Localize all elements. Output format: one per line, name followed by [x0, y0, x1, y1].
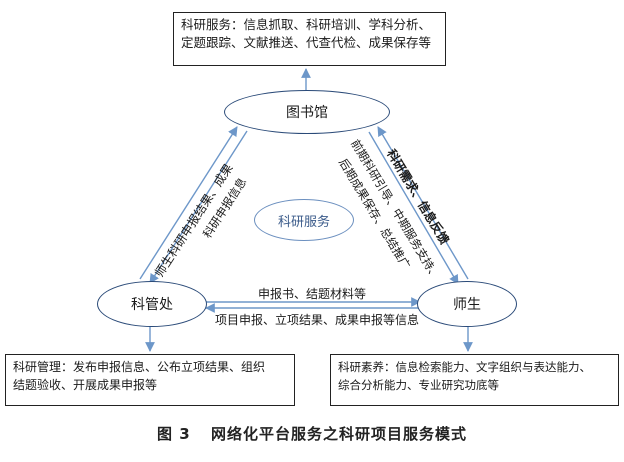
arrow-library-to-admin-inner — [149, 130, 248, 284]
library-services-line-2: 定题跟踪、文献推送、代查代检、成果保存等 — [181, 35, 432, 50]
arrow-faculty-to-library-outer — [377, 126, 469, 280]
library-node: 图书馆 — [224, 90, 390, 134]
figure-number: 图 3 — [157, 425, 191, 443]
arrow-library-to-faculty-inner — [368, 131, 459, 285]
admin-management-box: 科研管理：发布申报信息、公布立项结果、组织 结题验收、开展成果申报等 — [5, 354, 295, 406]
admin-node-label: 科管处 — [131, 297, 173, 313]
edge-label-faculty-to-admin: 申报书、结题材料等 — [258, 287, 367, 301]
library-services-line-1: 科研服务：信息抓取、科研培训、学科分析、 — [181, 17, 432, 32]
center-label: 科研服务 — [277, 214, 330, 230]
faculty-literacy-line-2: 综合分析能力、专业研究功底等 — [338, 378, 499, 392]
library-node-label: 图书馆 — [286, 105, 328, 121]
faculty-literacy-box: 科研素养：信息检索能力、文字组织与表达能力、 综合分析能力、专业研究功底等 — [330, 354, 619, 406]
faculty-node-label: 师生 — [453, 297, 481, 313]
admin-node: 科管处 — [97, 281, 207, 327]
admin-management-line-2: 结题验收、开展成果申报等 — [13, 378, 158, 392]
library-services-box: 科研服务：信息抓取、科研培训、学科分析、 定题跟踪、文献推送、代查代检、成果保存… — [173, 12, 446, 66]
faculty-literacy-line-1: 科研素养：信息检索能力、文字组织与表达能力、 — [338, 360, 591, 374]
arrow-admin-to-library-outer — [139, 126, 238, 280]
faculty-node: 师生 — [417, 281, 517, 327]
research-service-center: 科研服务 — [254, 199, 354, 241]
figure-caption: 图 3 网络化平台服务之科研项目服务模式 — [0, 423, 624, 444]
edge-label-admin-to-faculty: 项目申报、立项结果、成果申报等信息 — [215, 313, 420, 327]
admin-management-line-1: 科研管理：发布申报信息、公布立项结果、组织 — [13, 360, 266, 374]
figure-title: 网络化平台服务之科研项目服务模式 — [210, 425, 467, 443]
